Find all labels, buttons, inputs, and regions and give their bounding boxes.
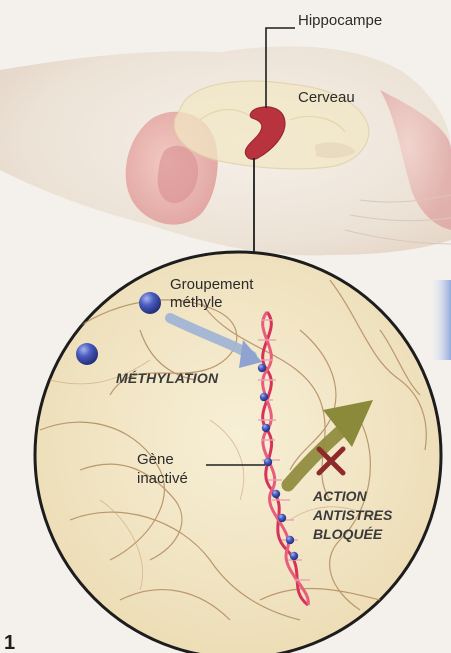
hippocampe-label: Hippocampe: [298, 12, 382, 29]
gene-label-line-2: inactivé: [137, 469, 188, 488]
methylation-label: MÉTHYLATION: [116, 370, 218, 386]
action-label-line-2: ANTISTRES: [313, 506, 392, 525]
action-blocked-label: ACTION ANTISTRES BLOQUÉE: [313, 487, 392, 544]
groupement-label-line-1: Groupement: [170, 276, 253, 294]
gene-label-line-1: Gène: [137, 450, 188, 469]
methyl-group: [139, 292, 161, 314]
action-label-line-3: BLOQUÉE: [313, 525, 392, 544]
action-label-line-1: ACTION: [313, 487, 392, 506]
zoom-circle: [35, 252, 441, 653]
figure-number: 1: [4, 632, 15, 653]
methyl-group: [76, 343, 98, 365]
cerveau-label: Cerveau: [298, 89, 355, 106]
gene-inactive-label: Gène inactivé: [137, 450, 188, 488]
groupement-label-line-2: méthyle: [170, 294, 253, 312]
groupement-methyle-label: Groupement méthyle: [170, 276, 253, 312]
